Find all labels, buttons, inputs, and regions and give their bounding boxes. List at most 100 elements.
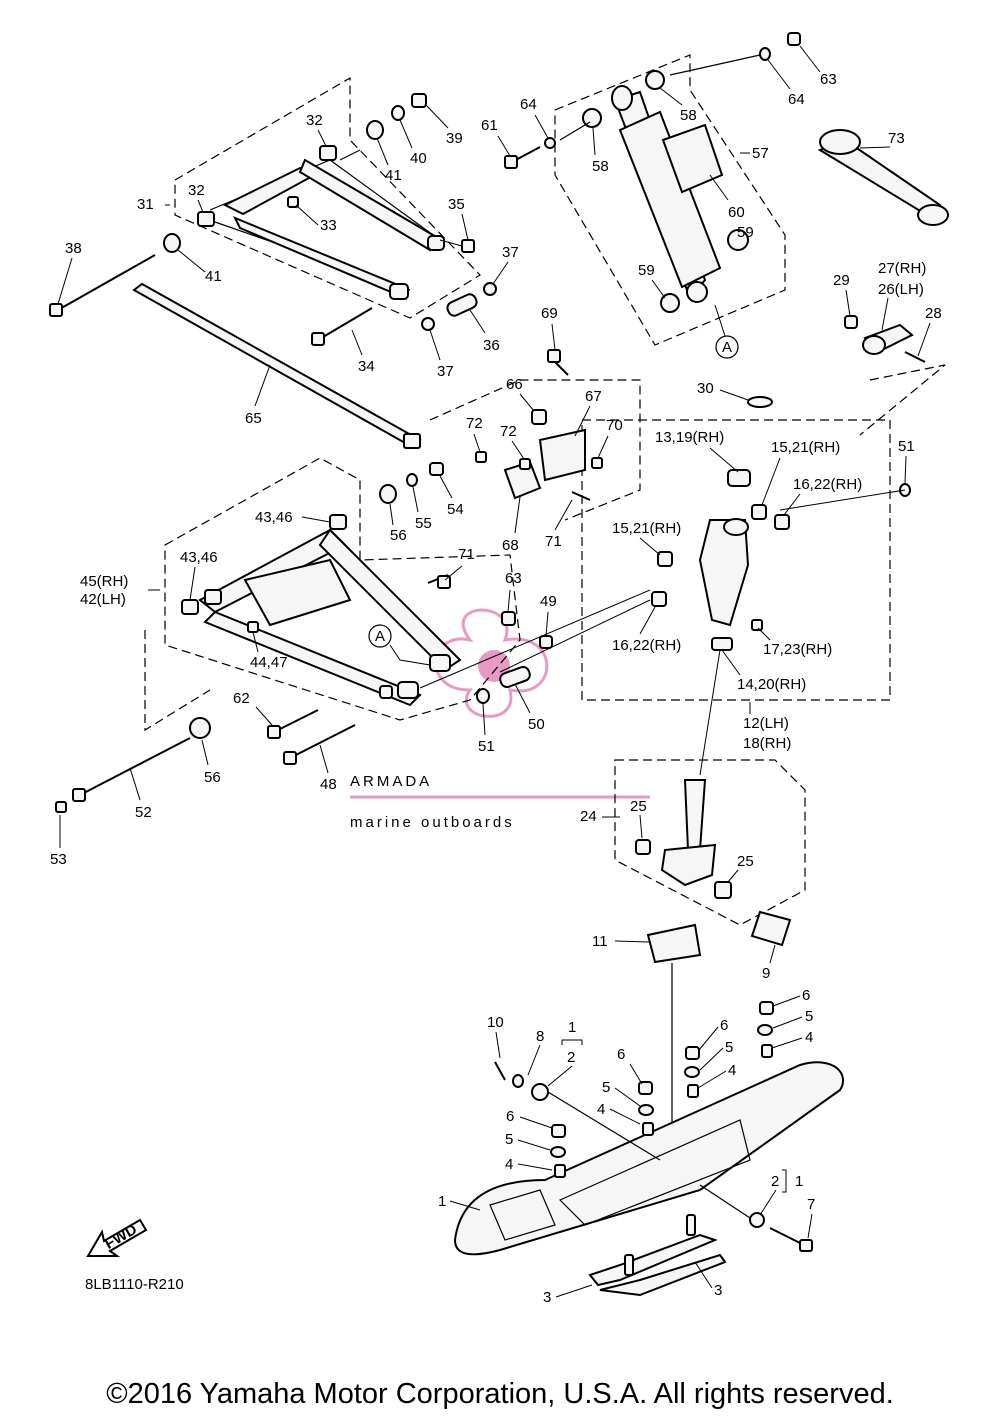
leader-lines <box>339 149 906 776</box>
callout: 28 <box>925 305 942 322</box>
callout: 12(LH) <box>743 715 789 732</box>
callout: 71 <box>458 546 475 563</box>
callout: 63 <box>820 71 837 88</box>
callout: 4 <box>728 1062 736 1079</box>
callout: 68 <box>502 537 519 554</box>
callout: 9 <box>762 965 770 982</box>
callout: 41 <box>385 167 402 184</box>
callout: 5 <box>505 1131 513 1148</box>
callout: 8 <box>536 1028 544 1045</box>
callout: 43,46 <box>255 509 293 526</box>
callout: 1 <box>568 1019 576 1036</box>
callout: 40 <box>410 150 427 167</box>
callout: 14,20(RH) <box>737 676 806 693</box>
callout: 41 <box>205 268 222 285</box>
callout: 45(RH) <box>80 573 128 590</box>
watermark-name: ARMADA <box>350 773 432 790</box>
callout: 5 <box>805 1008 813 1025</box>
callout: 64 <box>788 91 805 108</box>
callout: 42(LH) <box>80 591 126 608</box>
diagram-code: 8LB1110-R210 <box>85 1276 184 1293</box>
ski-spindle-group <box>614 759 806 1135</box>
callout: 17,23(RH) <box>763 641 832 658</box>
callout: 3 <box>714 1282 722 1299</box>
callout: 58 <box>680 107 697 124</box>
pivot-bracket-group <box>429 349 641 521</box>
callout: 6 <box>506 1108 514 1125</box>
callout: 33 <box>320 217 337 234</box>
fwd-arrow-icon: FWD <box>86 1218 148 1257</box>
callout: 16,22(RH) <box>793 476 862 493</box>
callout: 55 <box>415 515 432 532</box>
callout: 15,21(RH) <box>612 520 681 537</box>
callout: 71 <box>545 533 562 550</box>
callout: 72 <box>466 415 483 432</box>
callout: 39 <box>446 130 463 147</box>
callout: 72 <box>500 423 517 440</box>
callout: 60 <box>728 204 745 221</box>
callout-labels: 1 1 2 1 2 3 3 4 4 4 4 5 5 5 5 6 6 6 6 <box>50 45 942 1306</box>
callout: 1 <box>795 1173 803 1190</box>
callout: 44,47 <box>250 654 288 671</box>
callout: 4 <box>805 1029 813 1046</box>
callout: 48 <box>320 776 337 793</box>
callout: 31 <box>137 196 154 213</box>
upper-arm-group <box>49 76 497 346</box>
callout: 35 <box>448 196 465 213</box>
callout: 52 <box>135 804 152 821</box>
callout: 16,22(RH) <box>612 637 681 654</box>
lower-arm-group <box>55 457 553 813</box>
callout: 26(LH) <box>878 281 924 298</box>
callout: 3 <box>543 1289 551 1306</box>
callout: 27(RH) <box>878 260 926 277</box>
callout: 59 <box>737 224 754 241</box>
callout: 6 <box>802 987 810 1004</box>
callout: 13,19(RH) <box>655 429 724 446</box>
callout: 64 <box>520 96 537 113</box>
callout: 5 <box>725 1039 733 1056</box>
callout: 32 <box>188 182 205 199</box>
callout: 54 <box>447 501 464 518</box>
callout: 56 <box>390 527 407 544</box>
callout: 5 <box>602 1079 610 1096</box>
callout: 65 <box>245 410 262 427</box>
callout: 6 <box>720 1017 728 1034</box>
callout: 7 <box>807 1196 815 1213</box>
callout: 1 <box>438 1193 446 1210</box>
callout: 69 <box>541 305 558 322</box>
parts-diagram: ARMADA marine outboards <box>49 32 949 1306</box>
callout: 70 <box>606 417 623 434</box>
callout: 4 <box>505 1156 513 1173</box>
callout: 30 <box>697 380 714 397</box>
callout: 73 <box>888 130 905 147</box>
watermark-subtitle: marine outboards <box>350 814 515 831</box>
callout: 29 <box>833 272 850 289</box>
callout: 37 <box>437 363 454 380</box>
callout: 63 <box>505 570 522 587</box>
steering-knuckle-group <box>581 315 946 701</box>
ski-group <box>453 1001 845 1297</box>
callout: 25 <box>737 853 754 870</box>
callout: 2 <box>771 1173 779 1190</box>
view-marker-a-arm: A <box>375 628 385 645</box>
callout: 51 <box>898 438 915 455</box>
callout: 10 <box>487 1014 504 1031</box>
callout: 51 <box>478 738 495 755</box>
callout: 34 <box>358 358 375 375</box>
callout: 62 <box>233 690 250 707</box>
callout: 25 <box>630 798 647 815</box>
callout: 50 <box>528 716 545 733</box>
callout: 18(RH) <box>743 735 791 752</box>
callout: 4 <box>597 1101 605 1118</box>
view-marker-a-shock: A <box>722 339 732 356</box>
callout: 37 <box>502 244 519 261</box>
callout: 11 <box>592 933 608 950</box>
callout: 67 <box>585 388 602 405</box>
callout: 66 <box>506 376 523 393</box>
steering-arm <box>817 129 949 226</box>
callout: 15,21(RH) <box>771 439 840 456</box>
callout: 6 <box>617 1046 625 1063</box>
tie-rod <box>132 282 422 450</box>
callout: 49 <box>540 593 557 610</box>
copyright-notice: ©2016 Yamaha Motor Corporation, U.S.A. A… <box>106 1378 894 1410</box>
